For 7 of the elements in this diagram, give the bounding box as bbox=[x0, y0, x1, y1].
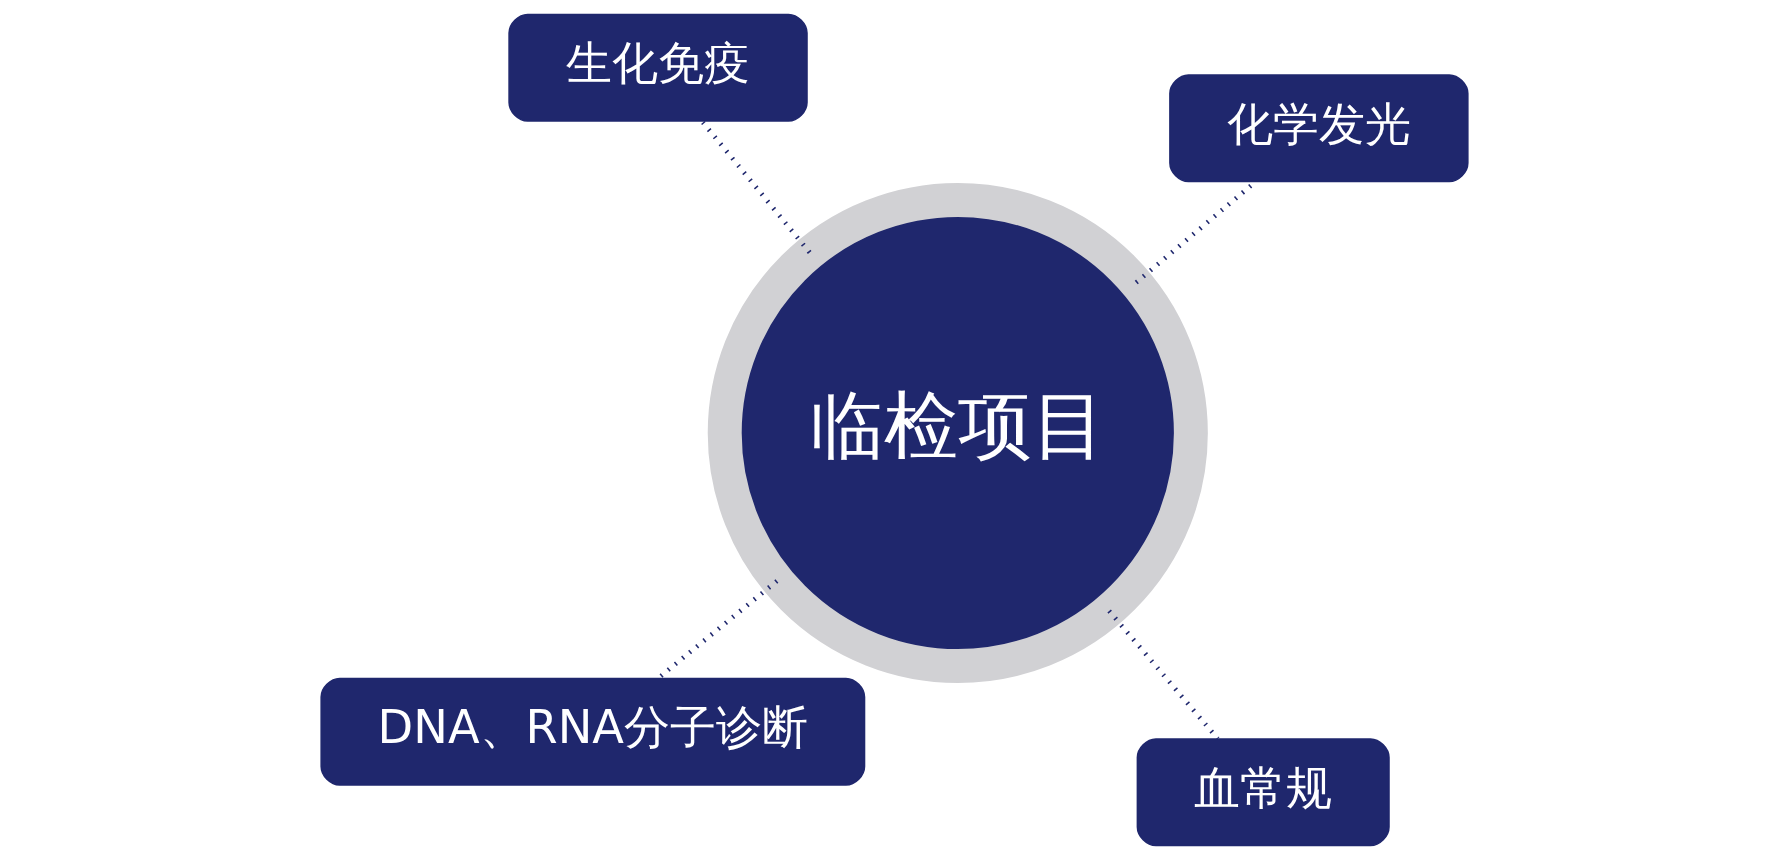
node-box: 生化免疫 bbox=[507, 13, 808, 122]
node-circle: 临检项目 bbox=[707, 182, 1208, 684]
node-box: 血常规 bbox=[1136, 738, 1390, 847]
node-box: 化学发光 bbox=[1168, 74, 1469, 183]
connector bbox=[1106, 609, 1219, 741]
node-box: DNA、RNA分子诊断 bbox=[319, 677, 865, 786]
connector bbox=[699, 119, 811, 254]
